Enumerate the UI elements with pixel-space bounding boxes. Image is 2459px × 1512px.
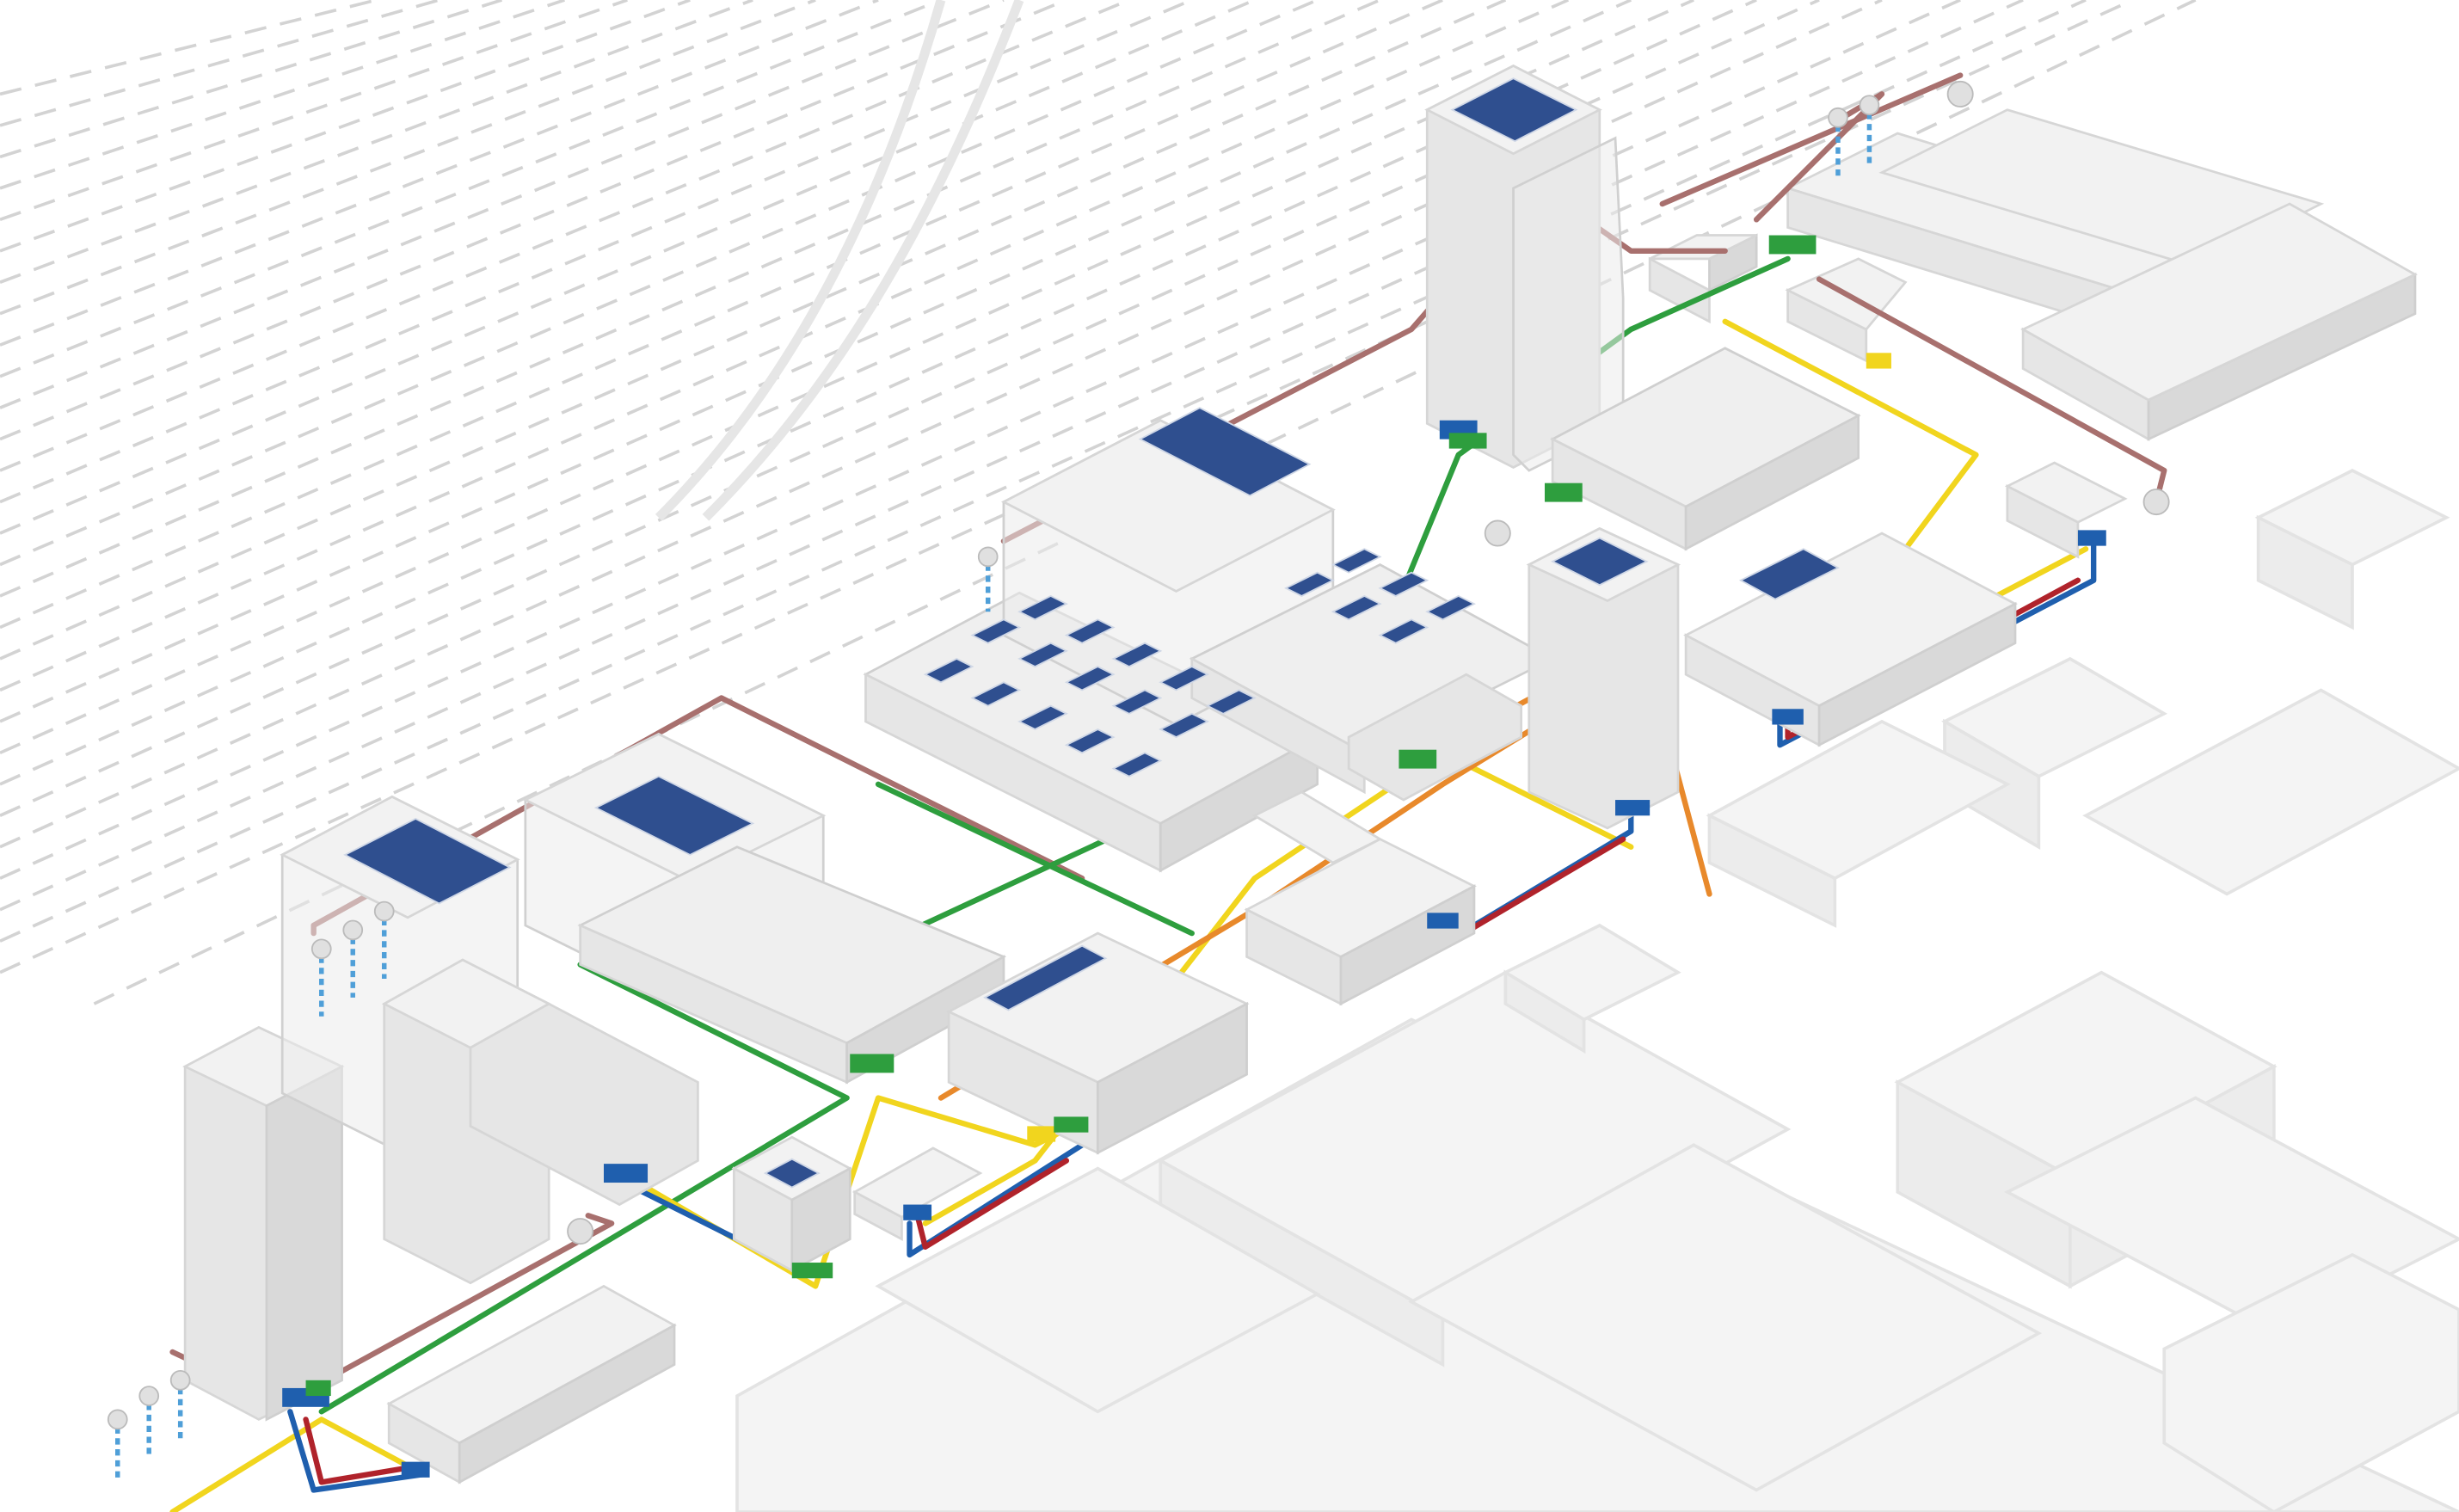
surrounding-city-blocks bbox=[735, 469, 2459, 1512]
solar-array-small-house bbox=[763, 1158, 821, 1189]
solar-array-main-hall-roof bbox=[1138, 407, 1312, 497]
solar-array-tower-middle bbox=[1551, 537, 1649, 587]
solar-array-tower-north bbox=[1450, 77, 1578, 143]
building-west-tower bbox=[182, 795, 699, 1422]
solar-array-factory-west bbox=[593, 775, 755, 856]
solar-array-central-block bbox=[983, 944, 1108, 1011]
heat-exchange-units bbox=[282, 235, 2106, 1478]
solar-array-west bbox=[343, 817, 512, 905]
building-tower-north bbox=[1424, 65, 1625, 472]
building-main-hall bbox=[863, 419, 1556, 873]
building-central-block bbox=[946, 838, 1477, 1155]
solar-array-main-hall-sawtooth bbox=[923, 548, 1476, 778]
building-station-hall bbox=[1550, 347, 1861, 551]
building-southwest-block bbox=[386, 1284, 677, 1484]
rail-tracks bbox=[0, 0, 2197, 1005]
building-factory-hall-west bbox=[522, 732, 1007, 1085]
solar-array-long-east bbox=[1738, 548, 1840, 600]
geothermal-probes bbox=[107, 80, 2170, 1483]
rail-depot-buildings bbox=[1648, 108, 2418, 441]
